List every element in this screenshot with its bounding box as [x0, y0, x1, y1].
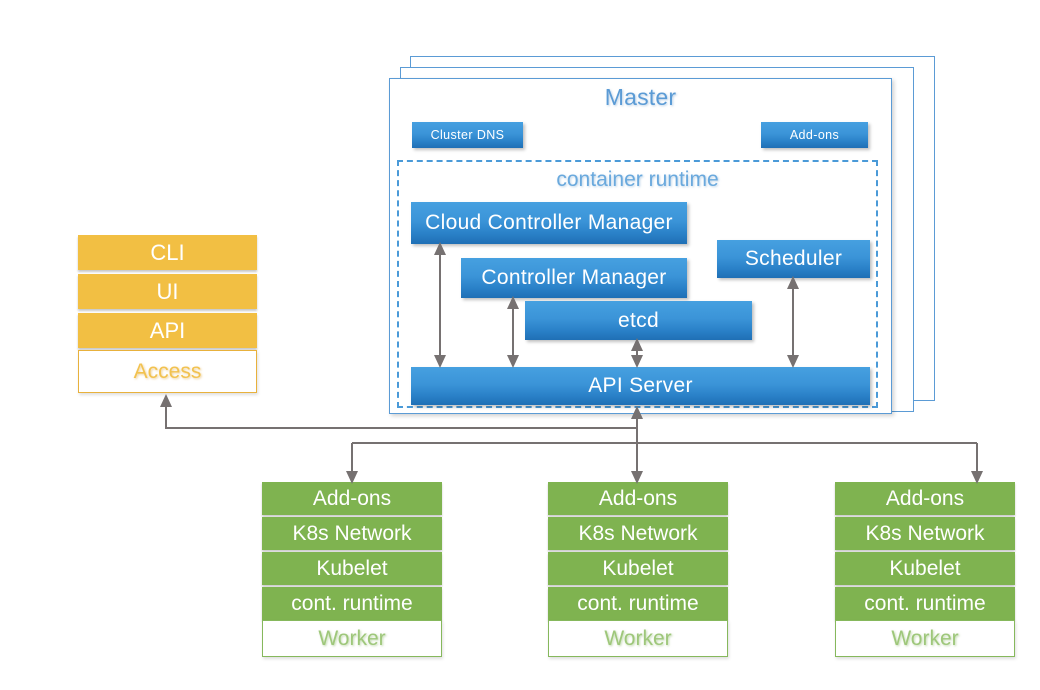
- worker-1-layer-cont-runtime[interactable]: cont. runtime: [262, 587, 442, 620]
- worker-2-layer-add-ons[interactable]: Add-ons: [548, 482, 728, 515]
- worker-2-layer-cont-runtime[interactable]: cont. runtime: [548, 587, 728, 620]
- container-runtime-title: container runtime: [556, 168, 719, 191]
- worker-2-group-label: Worker: [548, 620, 728, 657]
- worker-2-layer-kubelet[interactable]: Kubelet: [548, 552, 728, 585]
- component-api-server[interactable]: API Server: [411, 367, 870, 405]
- worker-1-group-label: Worker: [262, 620, 442, 657]
- worker-1-layer-kubelet[interactable]: Kubelet: [262, 552, 442, 585]
- worker-node-2: Add-ons K8s Network Kubelet cont. runtim…: [548, 482, 728, 657]
- component-scheduler[interactable]: Scheduler: [717, 240, 870, 278]
- master-chip-add-ons[interactable]: Add-ons: [761, 122, 868, 148]
- access-layer-ui[interactable]: UI: [78, 274, 257, 309]
- component-cloud-controller-manager[interactable]: Cloud Controller Manager: [411, 202, 687, 244]
- worker-1-layer-add-ons[interactable]: Add-ons: [262, 482, 442, 515]
- worker-node-1: Add-ons K8s Network Kubelet cont. runtim…: [262, 482, 442, 657]
- access-group: CLI UI API Access: [78, 235, 257, 393]
- access-layer-api[interactable]: API: [78, 313, 257, 348]
- worker-3-group-label: Worker: [835, 620, 1015, 657]
- worker-node-3: Add-ons K8s Network Kubelet cont. runtim…: [835, 482, 1015, 657]
- access-layer-cli[interactable]: CLI: [78, 235, 257, 270]
- access-group-label: Access: [78, 350, 257, 393]
- worker-3-layer-add-ons[interactable]: Add-ons: [835, 482, 1015, 515]
- component-controller-manager[interactable]: Controller Manager: [461, 258, 687, 298]
- worker-3-layer-kubelet[interactable]: Kubelet: [835, 552, 1015, 585]
- worker-2-layer-k8s-network[interactable]: K8s Network: [548, 517, 728, 550]
- master-title: Master: [604, 84, 677, 110]
- master-chip-cluster-dns[interactable]: Cluster DNS: [412, 122, 523, 148]
- worker-3-layer-k8s-network[interactable]: K8s Network: [835, 517, 1015, 550]
- worker-1-layer-k8s-network[interactable]: K8s Network: [262, 517, 442, 550]
- component-etcd[interactable]: etcd: [525, 301, 752, 340]
- worker-3-layer-cont-runtime[interactable]: cont. runtime: [835, 587, 1015, 620]
